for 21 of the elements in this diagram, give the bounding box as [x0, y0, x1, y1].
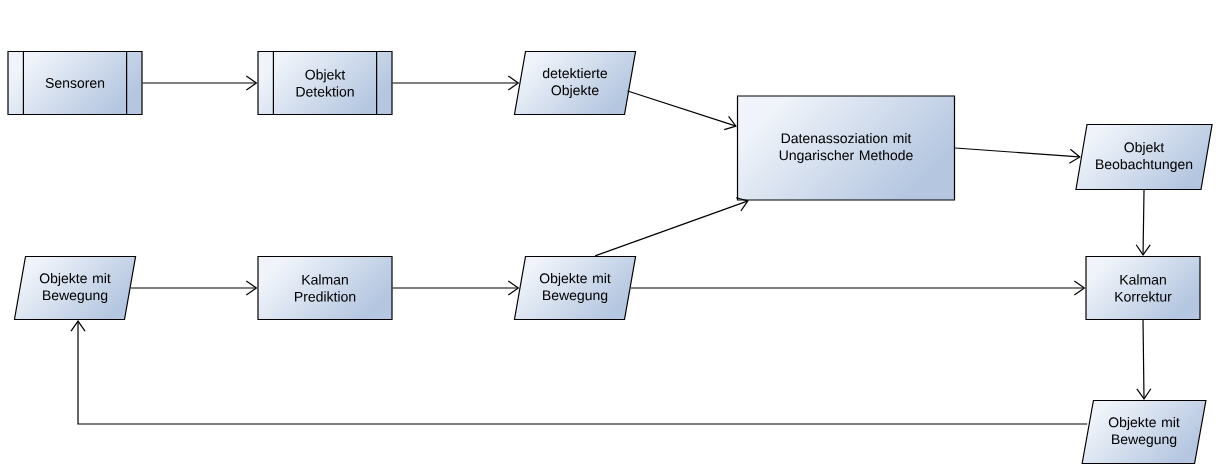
- data-parallelogram: Objekte mit Bewegung: [1081, 399, 1207, 465]
- predefined-process-box: Sensoren: [7, 50, 143, 116]
- arrow: [1136, 319, 1152, 400]
- arrow: [70, 320, 1088, 425]
- arrow: [594, 197, 749, 257]
- process-box: Kalman Korrektur: [1085, 255, 1201, 321]
- predefined-process-box: Objekt Detektion: [257, 50, 393, 116]
- arrow: [392, 75, 520, 91]
- arrow: [142, 75, 258, 91]
- arrow: [954, 147, 1081, 164]
- process-box: Datenassoziation mit Ungarischer Methode: [736, 95, 956, 201]
- arrow: [392, 280, 520, 296]
- data-parallelogram: Objekt Beobachtungen: [1075, 123, 1213, 191]
- arrow: [630, 280, 1086, 296]
- arrow: [130, 280, 258, 296]
- arrow: [627, 90, 737, 131]
- data-parallelogram: Objekte mit Bewegung: [13, 255, 137, 321]
- data-parallelogram: Objekte mit Bewegung: [513, 255, 637, 321]
- data-parallelogram: detektierte Objekte: [513, 50, 637, 116]
- arrow: [1135, 189, 1151, 256]
- process-box: Kalman Prediktion: [257, 255, 393, 321]
